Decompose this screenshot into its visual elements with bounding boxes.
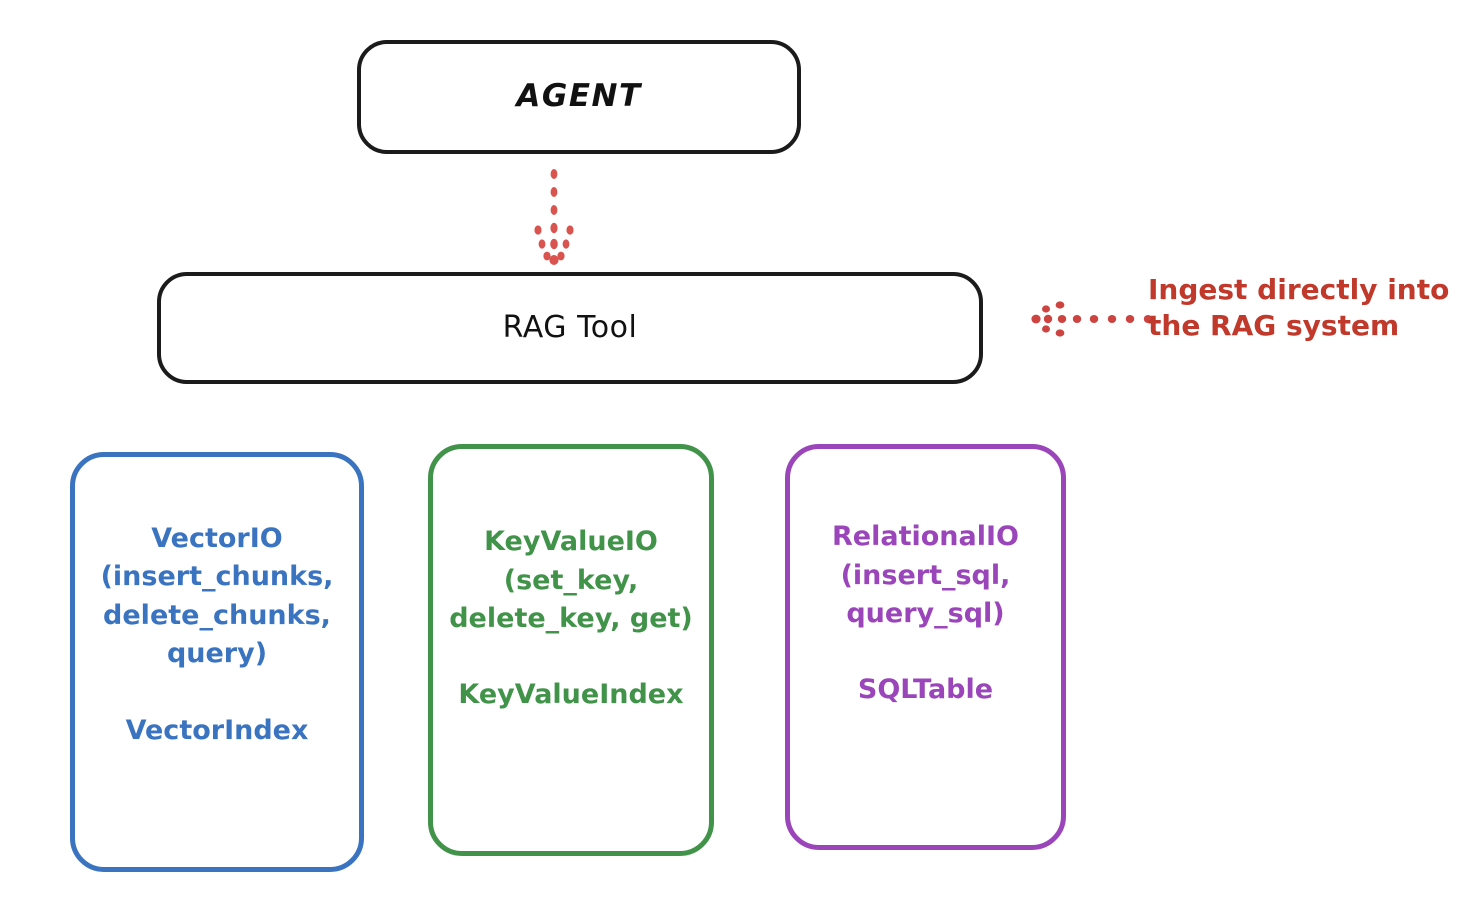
node-relational-io[interactable]: RelationalIO (insert_sql, query_sql) SQL… (785, 444, 1066, 850)
ingest-annotation: Ingest directly into the RAG system (1022, 273, 1474, 360)
connector-agent-to-rag-tool (534, 169, 574, 265)
node-rag-tool[interactable]: RAG Tool (157, 272, 983, 384)
node-vector-io-label: VectorIO (insert_chunks, delete_chunks, … (100, 523, 334, 746)
node-key-value-io-label: KeyValueIO (set_key, delete_key, get) Ke… (449, 526, 693, 711)
ingest-annotation-label: Ingest directly into the RAG system (1148, 273, 1450, 343)
node-key-value-io[interactable]: KeyValueIO (set_key, delete_key, get) Ke… (428, 444, 714, 856)
node-relational-io-label: RelationalIO (insert_sql, query_sql) SQL… (832, 521, 1019, 706)
node-agent-label: AGENT (516, 78, 642, 115)
node-agent[interactable]: AGENT (357, 40, 801, 154)
connector-ingest-arrow-icon (1031, 301, 1152, 337)
node-rag-tool-label: RAG Tool (502, 309, 638, 345)
node-vector-io[interactable]: VectorIO (insert_chunks, delete_chunks, … (70, 452, 364, 872)
